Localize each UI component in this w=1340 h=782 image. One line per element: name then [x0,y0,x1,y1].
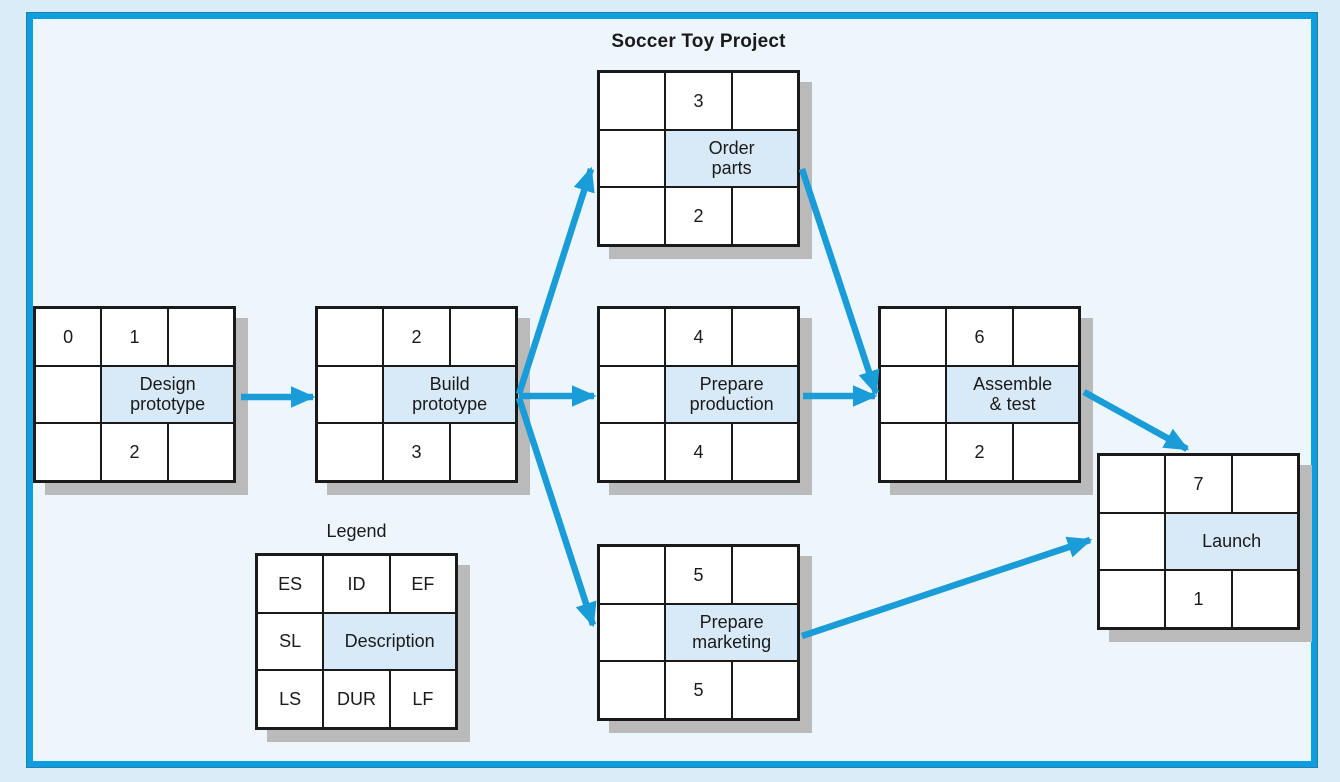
ef-cell [732,73,797,129]
activity-grid: 5 Prepare marketing 5 [597,544,800,721]
activity-grid: 6 Assemble & test 2 [878,306,1081,483]
lf-cell [732,188,797,244]
legend-ef-cell: EF [390,556,455,612]
sl-cell [600,366,665,423]
activity-node-build-prototype: 2 Build prototype 3 [315,306,518,483]
ls-cell [600,188,665,244]
sl-cell [600,130,665,187]
legend-node: ES ID EF SL Description LS DUR LF [255,553,458,730]
sl-cell [881,366,946,423]
legend-dur-cell: DUR [324,671,389,727]
legend-id-cell: ID [324,556,389,612]
ef-cell [732,547,797,603]
id-cell: 4 [666,309,731,365]
sl-cell [600,604,665,661]
activity-grid: 4 Prepare production 4 [597,306,800,483]
legend-description-cell: Description [324,613,455,670]
id-cell: 1 [102,309,167,365]
activity-node-launch: 7 Launch 1 [1097,453,1300,630]
es-cell: 0 [36,309,101,365]
dur-cell: 4 [666,424,731,480]
ls-cell [1100,571,1165,627]
ls-cell [318,424,383,480]
ef-cell [1232,456,1297,512]
sl-cell [36,366,101,423]
legend-grid: ES ID EF SL Description LS DUR LF [255,553,458,730]
description-cell: Order parts [666,130,797,187]
ef-cell [732,309,797,365]
dur-cell: 2 [666,188,731,244]
activity-grid: 7 Launch 1 [1097,453,1300,630]
ef-cell [450,309,515,365]
legend-sl-cell: SL [258,613,323,670]
dur-cell: 3 [384,424,449,480]
dur-cell: 5 [666,662,731,718]
sl-cell [318,366,383,423]
diagram-title: Soccer Toy Project [611,31,786,52]
ls-cell [600,662,665,718]
ef-cell [1013,309,1078,365]
lf-cell [168,424,233,480]
id-cell: 2 [384,309,449,365]
es-cell [600,73,665,129]
description-cell: Launch [1166,513,1297,570]
dur-cell: 2 [947,424,1012,480]
id-cell: 5 [666,547,731,603]
legend-lf-cell: LF [390,671,455,727]
dur-cell: 1 [1166,571,1231,627]
activity-grid: 0 1 Design prototype 2 [33,306,236,483]
sl-cell [1100,513,1165,570]
es-cell [318,309,383,365]
legend-es-cell: ES [258,556,323,612]
activity-grid: 2 Build prototype 3 [315,306,518,483]
activity-node-design-prototype: 0 1 Design prototype 2 [33,306,236,483]
legend-title: Legend [326,521,387,541]
ls-cell [36,424,101,480]
activity-grid: 3 Order parts 2 [597,70,800,247]
activity-node-assemble-test: 6 Assemble & test 2 [878,306,1081,483]
es-cell [881,309,946,365]
activity-node-order-parts: 3 Order parts 2 [597,70,800,247]
lf-cell [450,424,515,480]
ls-cell [600,424,665,480]
id-cell: 7 [1166,456,1231,512]
es-cell [600,547,665,603]
legend-ls-cell: LS [258,671,323,727]
lf-cell [1232,571,1297,627]
description-cell: Prepare production [666,366,797,423]
description-cell: Assemble & test [947,366,1078,423]
lf-cell [1013,424,1078,480]
activity-node-prepare-marketing: 5 Prepare marketing 5 [597,544,800,721]
es-cell [1100,456,1165,512]
dur-cell: 2 [102,424,167,480]
id-cell: 3 [666,73,731,129]
ls-cell [881,424,946,480]
description-cell: Build prototype [384,366,515,423]
lf-cell [732,662,797,718]
description-cell: Design prototype [102,366,233,423]
activity-node-prepare-production: 4 Prepare production 4 [597,306,800,483]
id-cell: 6 [947,309,1012,365]
description-cell: Prepare marketing [666,604,797,661]
es-cell [600,309,665,365]
lf-cell [732,424,797,480]
ef-cell [168,309,233,365]
